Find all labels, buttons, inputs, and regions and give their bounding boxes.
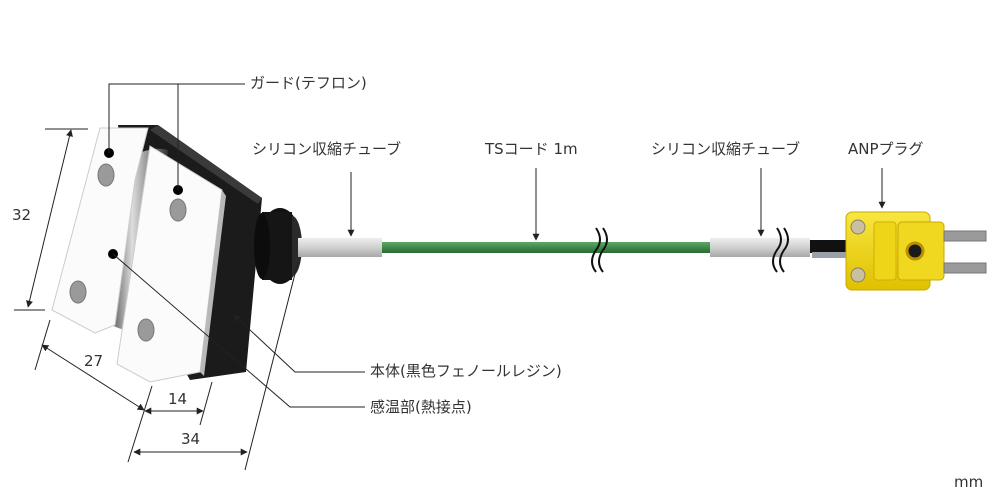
cable-assembly [298, 227, 846, 273]
leader-lines [108, 83, 886, 408]
dimension-gap: 14 [168, 390, 188, 408]
label-sensing-part: 感温部(熱接点) [370, 398, 472, 416]
dimension-width: 27 [84, 352, 104, 370]
unit-label: mm [954, 473, 984, 491]
dimension-height: 32 [12, 206, 32, 224]
label-ts-cord: TSコード 1m [485, 140, 578, 158]
label-silicone-tube-left: シリコン収縮チューブ [252, 140, 402, 158]
sensor-body [51, 125, 302, 383]
label-silicone-tube-right: シリコン収縮チューブ [651, 140, 801, 158]
label-anp-plug: ANPプラグ [848, 140, 924, 158]
label-body: 本体(黒色フェノールレジン) [370, 362, 562, 380]
label-guard: ガード(テフロン) [250, 74, 367, 92]
dimension-lines [14, 128, 299, 471]
dimension-depth: 34 [181, 430, 201, 448]
anp-plug [845, 211, 987, 291]
